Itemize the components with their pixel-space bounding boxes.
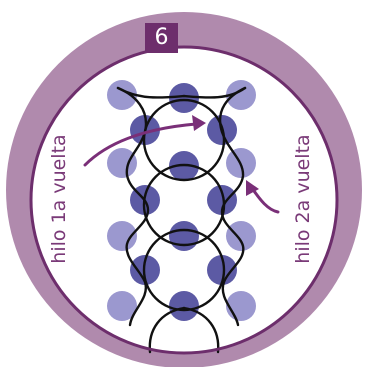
bead [169, 221, 199, 251]
bead-grid [107, 80, 256, 321]
thread-top-link [116, 86, 247, 99]
curved-arrow-right-icon [83, 122, 198, 167]
label-thread-second-round: hilo 2a vuelta [292, 134, 314, 264]
bead [226, 80, 256, 110]
arrow-group [83, 115, 280, 214]
thread-loop-2 [142, 163, 226, 247]
arrow-left-head [192, 115, 206, 131]
arrow-right-head [246, 180, 259, 196]
bead [207, 185, 237, 215]
thread-right-zigzag [219, 86, 247, 327]
thread-bottom-left [148, 306, 186, 354]
bead [207, 255, 237, 285]
thread-loop-3 [142, 228, 226, 312]
inner-disc [31, 47, 337, 353]
bead [107, 80, 137, 110]
bead [169, 291, 199, 321]
bead [226, 221, 256, 251]
thread-loop-1 [142, 98, 226, 182]
bead [169, 83, 199, 113]
thread-bottom-right [182, 306, 220, 354]
step-number-badge: 6 [145, 23, 178, 53]
bead [226, 291, 256, 321]
bead [107, 291, 137, 321]
inner-disc-border [29, 45, 339, 355]
bead [107, 148, 137, 178]
bead [107, 221, 137, 251]
label-thread-first-round: hilo 1a vuelta [48, 134, 70, 264]
